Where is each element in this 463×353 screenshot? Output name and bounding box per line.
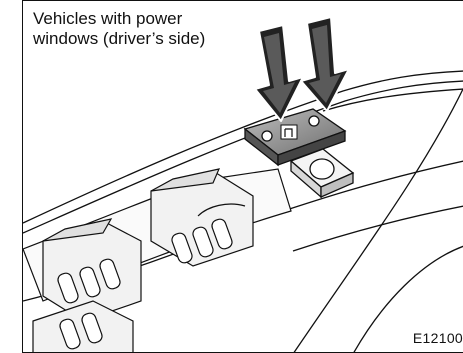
caption-line: windows (driver’s side) (33, 29, 206, 48)
window-lock-icon (280, 124, 298, 140)
down-arrow-icon (300, 16, 350, 112)
caption-line: Vehicles with power (33, 9, 183, 28)
window-switch-bottom (32, 300, 134, 352)
door-armrest-illustration (23, 16, 463, 352)
manual-figure: Vehicles with power windows (driver’s si… (22, 0, 463, 353)
window-lock-switch (243, 108, 347, 167)
door-lock-switch (289, 148, 355, 199)
figure-code: E12100 (412, 330, 463, 346)
figure-caption: Vehicles with power windows (driver’s si… (33, 9, 253, 49)
window-switch-rear-left (42, 218, 142, 322)
down-arrow-icon (254, 24, 304, 122)
window-switch-front-left (150, 168, 254, 267)
